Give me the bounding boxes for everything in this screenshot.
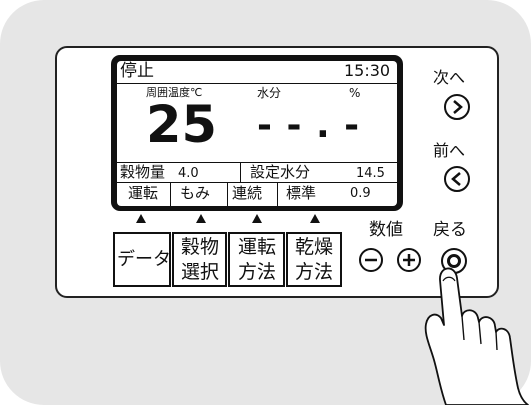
dry-mode-label-1: 乾燥 xyxy=(295,236,334,258)
ambient-temp-label: 周囲温度℃ xyxy=(146,86,203,99)
ring-icon xyxy=(447,254,461,268)
target-moisture-label: 設定水分 xyxy=(250,163,311,181)
moisture-label: 水分 xyxy=(257,86,282,100)
prev-label: 前へ xyxy=(433,141,466,160)
tab-run-mode: 連続 xyxy=(232,184,263,202)
minus-button[interactable] xyxy=(359,248,383,272)
lcd-divider-mid xyxy=(117,162,397,163)
next-label: 次へ xyxy=(433,68,466,87)
run-mode-label-2: 方法 xyxy=(238,261,277,283)
tab-dry-mode: 標準 xyxy=(286,184,317,202)
clock-time: 15:30 xyxy=(344,61,391,80)
lcd-screen xyxy=(117,61,397,206)
grain-select-button[interactable]: 穀物 選択 xyxy=(172,232,227,287)
status-text: 停止 xyxy=(120,61,154,81)
dry-rate-value: 0.9 xyxy=(350,186,371,201)
arrow-up-icon xyxy=(196,214,206,223)
chevron-right-icon xyxy=(453,100,463,114)
chevron-left-icon xyxy=(451,172,461,186)
arrow-up-icon xyxy=(252,214,262,223)
back-label: 戻る xyxy=(433,220,467,240)
tab-operation: 運転 xyxy=(128,184,159,202)
lcd-divider-v1 xyxy=(240,162,241,182)
ambient-temp-value: 25 xyxy=(146,96,217,155)
data-button[interactable]: データ xyxy=(113,232,171,287)
tab-grain: もみ xyxy=(180,184,211,202)
percent-label: % xyxy=(349,86,361,100)
dry-mode-button[interactable]: 乾燥 方法 xyxy=(286,232,342,287)
tab-separator xyxy=(170,182,171,206)
data-button-label: データ xyxy=(117,249,171,270)
next-button[interactable] xyxy=(444,94,470,120)
lcd-divider-bottom xyxy=(117,182,397,183)
dry-mode-label-2: 方法 xyxy=(295,261,334,283)
tab-separator xyxy=(277,182,278,206)
prev-button[interactable] xyxy=(444,166,470,192)
grain-select-label-2: 選択 xyxy=(181,261,220,283)
grain-amount-value: 4.0 xyxy=(178,166,199,181)
minus-icon xyxy=(365,258,377,262)
grain-select-label-1: 穀物 xyxy=(181,236,220,258)
plus-icon xyxy=(403,254,415,266)
run-mode-label-1: 運転 xyxy=(238,236,277,258)
run-mode-button[interactable]: 運転 方法 xyxy=(228,232,285,287)
back-button[interactable] xyxy=(441,248,467,274)
target-moisture-value: 14.5 xyxy=(356,166,385,181)
value-label: 数値 xyxy=(369,220,403,240)
grain-amount-label: 穀物量 xyxy=(120,163,166,181)
lcd-divider-top xyxy=(117,83,397,84)
tab-separator xyxy=(227,182,228,206)
arrow-up-icon xyxy=(310,214,320,223)
plus-button[interactable] xyxy=(397,248,421,272)
moisture-value: - - . - xyxy=(257,105,361,146)
arrow-up-icon xyxy=(136,214,146,223)
